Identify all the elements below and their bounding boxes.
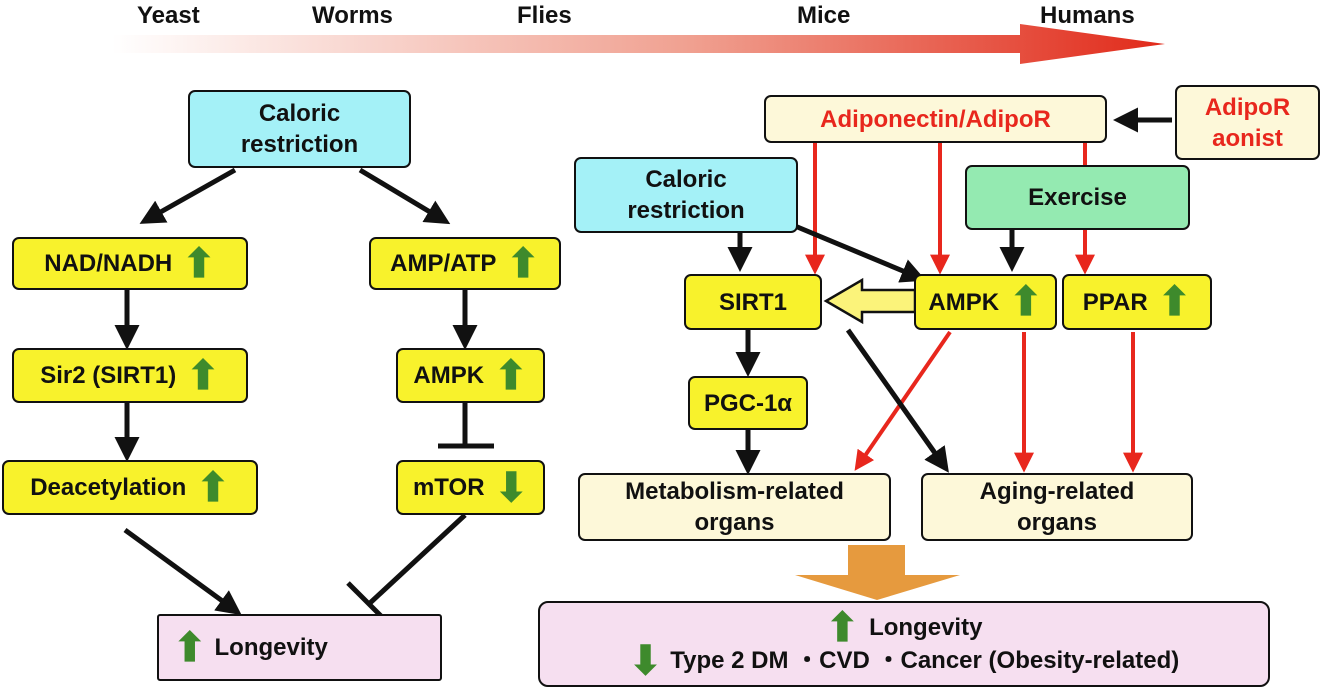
metabolism-organs-box: Metabolism-related organs [578,473,891,541]
right-ampk-label: AMPK [928,288,1000,316]
exercise-label: Exercise [1028,184,1127,211]
deacetylation-box: Deacetylation ⬆ [2,460,258,515]
up-arrow-icon: ⬆ [1009,280,1043,324]
left-caloric-restriction-box: Caloric restriction [188,90,411,168]
adipor-agonist-label: AdipoR aonist [1204,93,1291,152]
amp-atp-label: AMP/ATP [390,250,497,277]
nad-nadh-box: NAD/NADH ⬆ [12,237,248,290]
mtor-box: mTOR ⬇ [396,460,545,515]
right-ampk-box: AMPK ⬆ [914,274,1057,330]
sir2-label: Sir2 (SIRT1) [40,362,177,389]
up-arrow-icon: ⬆ [1157,280,1192,324]
left-longevity-box: ⬆ Longevity [157,614,442,681]
adiponectin-box: Adiponectin/AdipoR [764,95,1107,143]
sir2-box: Sir2 (SIRT1) ⬆ [12,348,248,403]
species-label-yeast: Yeast [137,2,200,29]
aging-organs-label: Aging-related organs [979,478,1135,536]
left-caloric-restriction-label: Caloric restriction [240,100,359,158]
up-arrow-icon: ⬆ [494,353,528,398]
left-ampk-label: AMPK [413,362,485,389]
up-arrow-icon: ⬆ [196,465,230,510]
up-arrow-icon: ⬆ [506,241,540,286]
pgc1a-label: PGC-1α [703,389,793,417]
species-gradient-arrow [112,24,1165,64]
nad-nadh-label: NAD/NADH [44,250,173,277]
orange-down-arrow [795,545,960,600]
sirt1-label: SIRT1 [718,288,787,316]
up-arrow-icon: ⬆ [186,353,220,398]
diseases-row: ⬇ Type 2 DM ・CVD ・Cancer (Obesity-relate… [628,638,1180,683]
species-label-worms: Worms [312,2,393,29]
down-arrow-icon: ⬇ [628,638,663,683]
right-caloric-restriction-label: Caloric restriction [627,166,745,224]
pgc1a-box: PGC-1α [688,376,808,430]
exercise-box: Exercise [965,165,1190,230]
right-caloric-restriction-box: Caloric restriction [574,157,798,233]
ampk-to-sirt1-arrow [823,277,917,325]
species-label-mice: Mice [797,2,851,29]
right-outcome-box: ⬆ Longevity ⬇ Type 2 DM ・CVD ・Cancer (Ob… [538,601,1270,687]
down-arrow-icon: ⬇ [494,465,529,510]
species-label-flies: Flies [517,2,572,29]
ppar-label: PPAR [1082,288,1148,316]
species-label-humans: Humans [1040,2,1135,29]
metabolism-organs-label: Metabolism-related organs [625,478,844,536]
adiponectin-label: Adiponectin/AdipoR [820,105,1051,133]
aging-organs-box: Aging-related organs [921,473,1193,541]
left-longevity-label: Longevity [214,634,328,661]
sirt1-box: SIRT1 [684,274,822,330]
up-arrow-icon: ⬆ [173,625,207,670]
up-arrow-icon: ⬆ [825,605,860,650]
right-longevity-label: Longevity [869,614,983,641]
diseases-label: Type 2 DM ・CVD ・Cancer (Obesity-related) [670,647,1180,674]
up-arrow-icon: ⬆ [182,241,216,286]
adipor-agonist-box: AdipoR aonist [1175,85,1320,160]
deacetylation-label: Deacetylation [30,474,187,501]
amp-atp-box: AMP/ATP ⬆ [369,237,561,290]
ppar-box: PPAR ⬆ [1062,274,1212,330]
right-longevity-row: ⬆ Longevity [825,605,983,650]
left-ampk-box: AMPK ⬆ [396,348,545,403]
mtor-label: mTOR [412,474,485,501]
